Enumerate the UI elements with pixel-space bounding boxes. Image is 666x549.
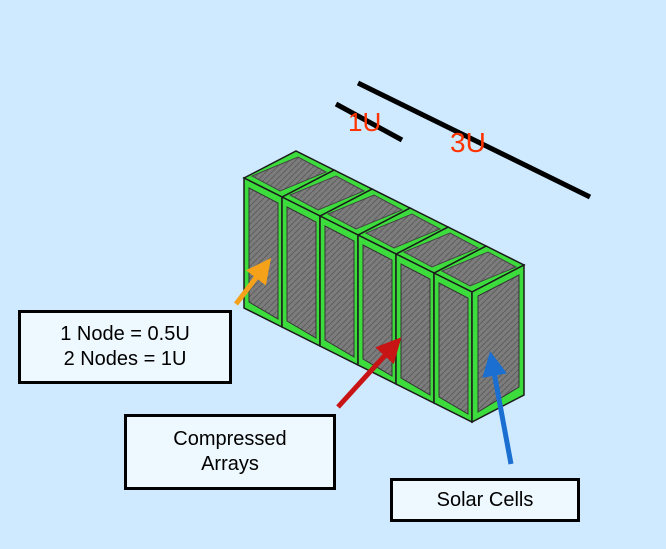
compressed-array-panel (248, 187, 279, 320)
compressed-array-panel (400, 263, 431, 396)
dimension-label-3u: 3U (450, 127, 486, 158)
arrays-arrow (336, 337, 402, 409)
top-solar-panel (440, 251, 518, 287)
solar-cells-label: Solar Cells (436, 488, 534, 511)
compressed-arrays-callout: Compressed Arrays (124, 414, 336, 490)
compressed-array-panel (438, 282, 469, 415)
top-solar-panel (288, 175, 366, 211)
top-solar-panel (402, 232, 480, 268)
dimension-line-3u (356, 80, 592, 200)
top-solar-panel (250, 156, 328, 192)
node-size-callout: 1 Node = 0.5U 2 Nodes = 1U (18, 310, 232, 384)
cubesat-body (242, 150, 526, 424)
arrays-line-2: Arrays (201, 453, 259, 475)
node-size-line-1: 1 Node = 0.5U (60, 323, 190, 345)
dimension-label-1u: 1U (348, 107, 381, 137)
solar-cells-arrow (482, 351, 514, 465)
compressed-array-panel (362, 244, 393, 377)
compressed-array-panel (324, 225, 355, 358)
solar-cells-callout: Solar Cells (390, 478, 580, 522)
node-arrow (234, 258, 272, 306)
top-solar-panel (326, 194, 404, 230)
compressed-array-panel (286, 206, 317, 339)
dimension-line-1u (334, 101, 404, 143)
arrays-line-1: Compressed (173, 428, 287, 450)
node-size-line-2: 2 Nodes = 1U (63, 348, 187, 370)
top-solar-panel (364, 213, 442, 249)
